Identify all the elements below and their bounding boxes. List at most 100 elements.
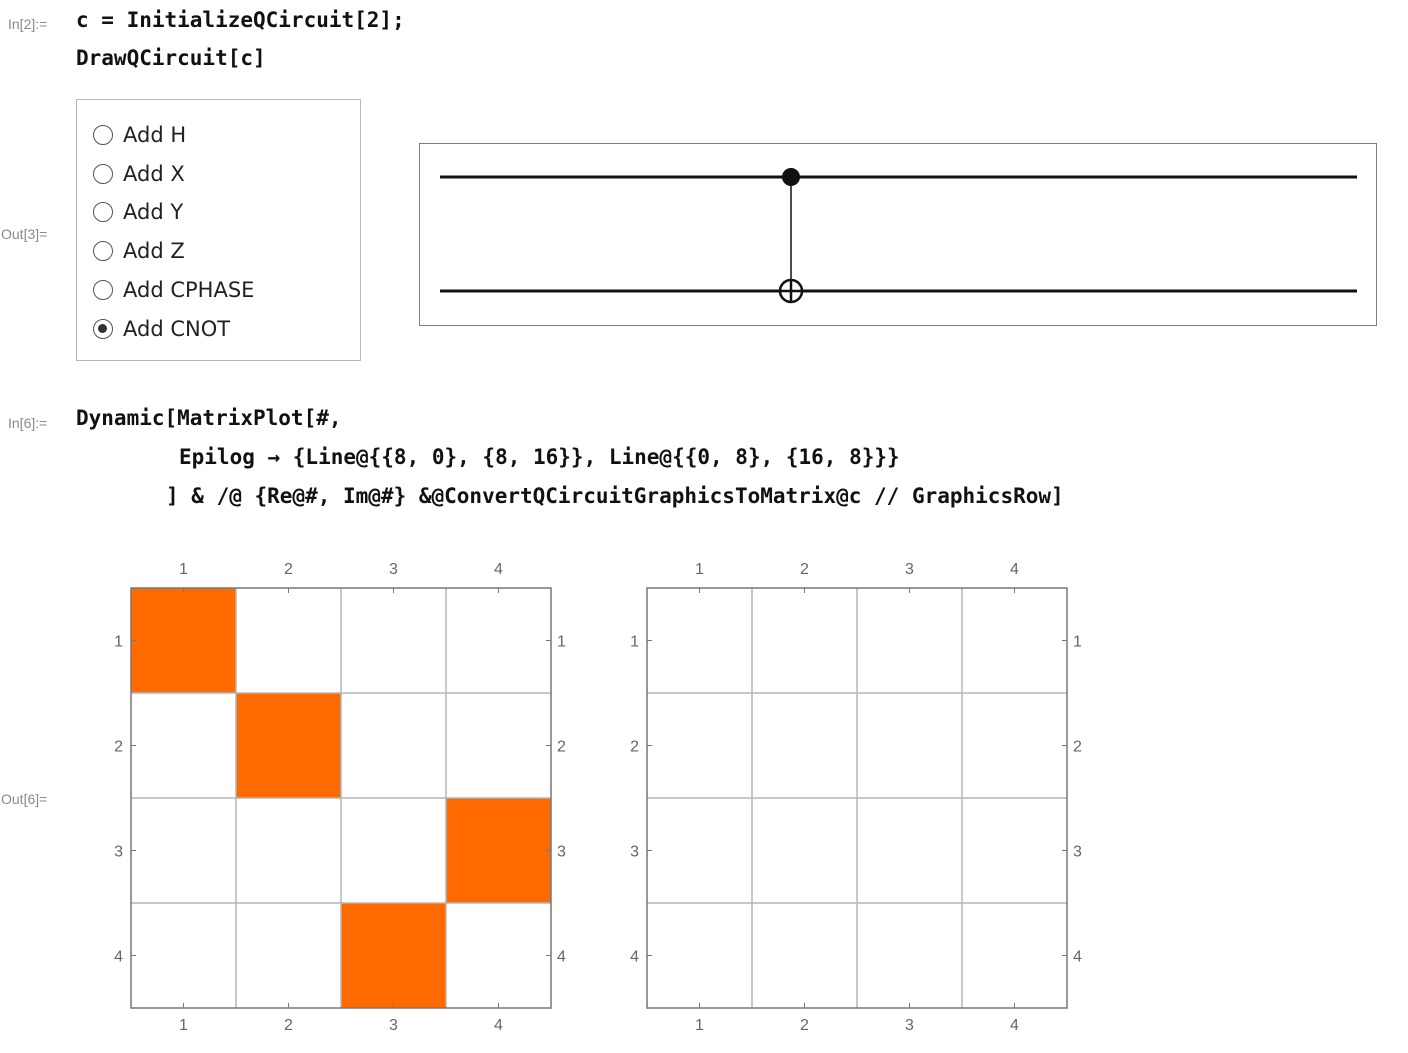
col-label-top: 4 — [494, 561, 503, 578]
radio-add-z[interactable]: Add Z — [93, 234, 185, 268]
radio-label: Add CPHASE — [123, 278, 255, 302]
row-label-left: 1 — [630, 634, 639, 651]
col-label-bottom: 4 — [494, 1017, 503, 1034]
radio-add-y[interactable]: Add Y — [93, 195, 183, 229]
matrix-cell-4-1 — [131, 903, 236, 1008]
matrix-cell-4-4 — [962, 903, 1067, 1008]
radio-button-icon[interactable] — [93, 319, 113, 339]
in6-code-line2[interactable]: Epilog → {Line@{{8, 0}, {8, 16}}, Line@{… — [179, 445, 900, 469]
gate-radio-group: Add H Add X Add Y Add Z Add CPHASE Add C… — [76, 99, 361, 361]
radio-button-icon[interactable] — [93, 280, 113, 300]
plot-background — [131, 588, 551, 1008]
matrix-cell-1-1 — [131, 588, 236, 693]
matrix-cell-4-3 — [341, 903, 446, 1008]
matrix-cell-3-4 — [446, 798, 551, 903]
row-label-left: 4 — [114, 949, 123, 966]
radio-label: Add Z — [123, 239, 185, 263]
matrix-plot-imag: 1 1 1 1 2 2 2 2 3 3 3 3 4 4 4 4 — [630, 561, 1082, 1034]
col-label-bottom: 2 — [284, 1017, 293, 1034]
out6-label: Out[6]= — [1, 791, 48, 807]
matrix-cell-3-3 — [857, 798, 962, 903]
matrix-cell-4-1 — [647, 903, 752, 1008]
radio-label: Add X — [123, 162, 185, 186]
col-label-bottom: 3 — [389, 1017, 398, 1034]
matrix-cell-4-3 — [857, 903, 962, 1008]
radio-button-icon[interactable] — [93, 125, 113, 145]
matrix-cell-1-3 — [341, 588, 446, 693]
radio-add-h[interactable]: Add H — [93, 118, 186, 152]
matrix-cell-2-3 — [341, 693, 446, 798]
matrix-cell-1-2 — [236, 588, 341, 693]
matrix-cell-4-2 — [236, 903, 341, 1008]
matrix-cell-2-2 — [752, 693, 857, 798]
in6-code-line1[interactable]: Dynamic[MatrixPlot[#, — [76, 406, 342, 430]
out3-label: Out[3]= — [1, 226, 48, 242]
row-label-left: 2 — [114, 739, 123, 756]
matrix-cell-2-1 — [131, 693, 236, 798]
col-label-bottom: 1 — [179, 1017, 188, 1034]
matrix-cell-2-4 — [962, 693, 1067, 798]
col-label-top: 1 — [179, 561, 188, 578]
in2-code-line2[interactable]: DrawQCircuit[c] — [76, 46, 266, 70]
plot-frame — [130, 587, 552, 1009]
radio-add-cphase[interactable]: Add CPHASE — [93, 273, 254, 307]
col-label-top: 3 — [905, 561, 914, 578]
matrix-cell-1-3 — [857, 588, 962, 693]
col-label-top: 1 — [695, 561, 704, 578]
row-label-left: 4 — [630, 949, 639, 966]
row-label-right: 1 — [1073, 634, 1082, 651]
in6-code-line3[interactable]: ] & /@ {Re@#, Im@#} &@ConvertQCircuitGra… — [166, 484, 1064, 508]
radio-label: Add CNOT — [123, 317, 231, 341]
radio-label: Add H — [123, 123, 187, 147]
radio-button-icon[interactable] — [93, 202, 113, 222]
matrix-cell-3-3 — [341, 798, 446, 903]
radio-button-icon[interactable] — [93, 241, 113, 261]
in2-label: In[2]:= — [8, 16, 48, 32]
cnot-control-dot — [782, 168, 800, 186]
plot-background — [647, 588, 1067, 1008]
circuit-svg — [440, 168, 1357, 304]
row-label-left: 2 — [630, 739, 639, 756]
matrix-cell-3-1 — [647, 798, 752, 903]
matrix-cell-2-2 — [236, 693, 341, 798]
col-label-top: 4 — [1010, 561, 1019, 578]
col-label-bottom: 3 — [905, 1017, 914, 1034]
matrix-cell-3-2 — [752, 798, 857, 903]
matrix-cell-4-4 — [446, 903, 551, 1008]
col-label-bottom: 2 — [800, 1017, 809, 1034]
row-label-left: 1 — [114, 634, 123, 651]
radio-add-cnot[interactable]: Add CNOT — [93, 312, 230, 346]
col-label-top: 3 — [389, 561, 398, 578]
matrix-cell-1-4 — [962, 588, 1067, 693]
row-label-left: 3 — [630, 844, 639, 861]
radio-add-x[interactable]: Add X — [93, 157, 185, 191]
radio-label: Add Y — [123, 200, 184, 224]
row-label-right: 2 — [557, 739, 566, 756]
matrix-cell-1-2 — [752, 588, 857, 693]
col-label-bottom: 4 — [1010, 1017, 1019, 1034]
matrix-cell-3-1 — [131, 798, 236, 903]
matrix-cell-2-3 — [857, 693, 962, 798]
matrix-cell-3-2 — [236, 798, 341, 903]
matrix-cell-1-4 — [446, 588, 551, 693]
col-label-bottom: 1 — [695, 1017, 704, 1034]
plot-frame — [646, 587, 1068, 1009]
row-label-right: 3 — [557, 844, 566, 861]
row-label-right: 3 — [1073, 844, 1082, 861]
in2-code-line1[interactable]: c = InitializeQCircuit[2]; — [76, 8, 405, 32]
row-label-right: 1 — [557, 634, 566, 651]
circuit-diagram — [419, 143, 1377, 326]
col-label-top: 2 — [800, 561, 809, 578]
row-label-left: 3 — [114, 844, 123, 861]
row-label-right: 4 — [557, 949, 566, 966]
matrix-cell-2-4 — [446, 693, 551, 798]
row-label-right: 4 — [1073, 949, 1082, 966]
cnot-target-icon — [778, 278, 804, 304]
matrix-cell-1-1 — [647, 588, 752, 693]
matrix-cell-4-2 — [752, 903, 857, 1008]
radio-button-icon[interactable] — [93, 164, 113, 184]
row-label-right: 2 — [1073, 739, 1082, 756]
matrix-cell-2-1 — [647, 693, 752, 798]
in6-label: In[6]:= — [8, 415, 48, 431]
